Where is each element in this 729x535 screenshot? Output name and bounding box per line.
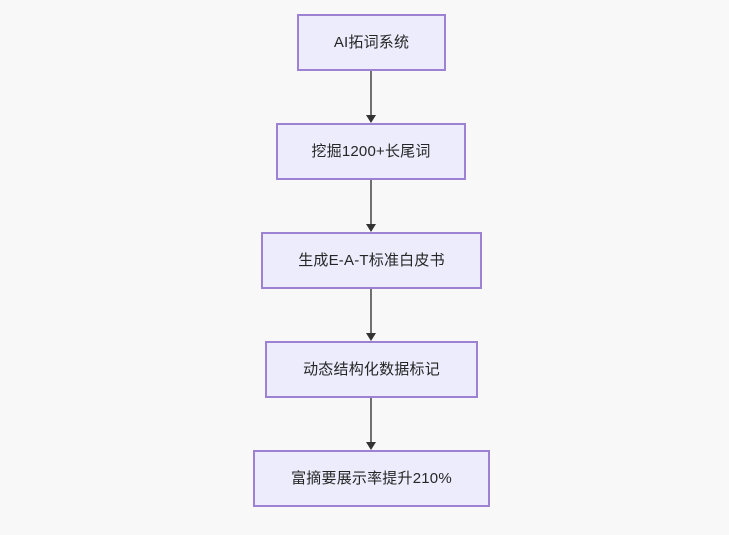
edge-node1-node2 xyxy=(370,71,372,115)
flow-node-rich-snippet-result[interactable]: 富摘要展示率提升210% xyxy=(253,450,490,507)
flow-node-label: AI拓词系统 xyxy=(333,33,410,51)
flow-node-label: 富摘要展示率提升210% xyxy=(291,469,452,487)
edge-node2-node3 xyxy=(370,180,372,224)
flow-node-structured-data-markup[interactable]: 动态结构化数据标记 xyxy=(265,341,478,398)
flow-node-longtail-keywords[interactable]: 挖掘1200+长尾词 xyxy=(276,123,466,180)
arrowhead-node5 xyxy=(366,442,376,450)
arrowhead-node3 xyxy=(366,224,376,232)
flow-node-ai-keyword-system[interactable]: AI拓词系统 xyxy=(297,14,446,71)
flow-node-eat-whitepaper[interactable]: 生成E-A-T标准白皮书 xyxy=(261,232,482,289)
flow-node-label: 生成E-A-T标准白皮书 xyxy=(298,251,445,269)
arrowhead-node2 xyxy=(366,115,376,123)
edge-node3-node4 xyxy=(370,289,372,333)
flow-node-label: 动态结构化数据标记 xyxy=(303,360,440,378)
arrowhead-node4 xyxy=(366,333,376,341)
flow-node-label: 挖掘1200+长尾词 xyxy=(311,142,431,160)
edge-node4-node5 xyxy=(370,398,372,442)
